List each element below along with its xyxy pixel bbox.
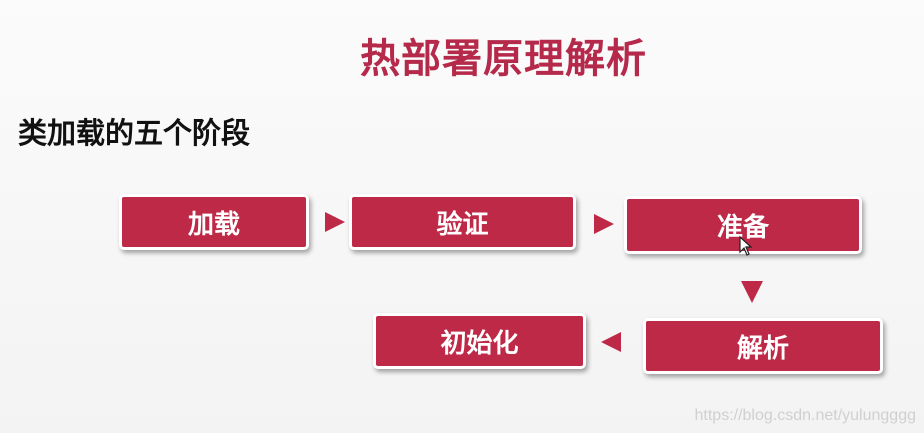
stage-verification-box: 验证 [349, 194, 576, 250]
arrow-right-icon [325, 212, 345, 232]
stage-initialization-box: 初始化 [373, 313, 586, 369]
mouse-cursor-icon [739, 236, 753, 256]
arrow-left-icon [601, 332, 621, 352]
stage-label: 初始化 [440, 328, 519, 359]
stage-label: 准备 [716, 212, 769, 243]
stage-label: 加载 [187, 209, 240, 240]
page-title: 热部署原理解析 [360, 36, 647, 82]
stage-loading-box: 加载 [119, 194, 309, 250]
arrow-right-icon [594, 214, 614, 234]
stage-label: 解析 [736, 333, 789, 364]
source-watermark: https://blog.csdn.net/yulungggg [694, 407, 917, 424]
section-heading: 类加载的五个阶段 [18, 116, 251, 150]
stage-resolution-box: 解析 [643, 318, 883, 374]
stage-label: 验证 [436, 209, 489, 240]
arrow-down-icon [741, 281, 763, 303]
